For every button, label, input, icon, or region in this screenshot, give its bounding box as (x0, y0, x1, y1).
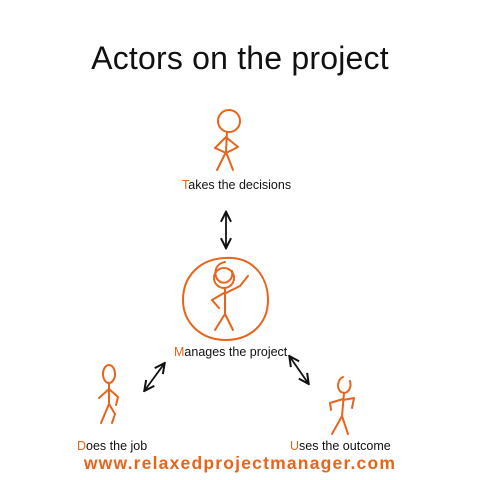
worker-label: Does the job (77, 439, 147, 453)
manager-label-text: anages the project (184, 345, 288, 359)
circle-highlight-icon (182, 256, 269, 341)
worker-label-initial: D (77, 439, 87, 453)
worker-figure-icon (98, 364, 119, 424)
manager-label: Manages the project (174, 345, 287, 359)
user-label: Uses the outcome (290, 439, 391, 453)
decider-label-text: akes the decisions (188, 178, 292, 192)
decider-label-initial: T (182, 178, 189, 192)
worker-label-text: oes the job (86, 439, 148, 453)
double-arrow-icon (145, 364, 164, 390)
decider-figure-icon (214, 109, 241, 171)
user-label-initial: U (290, 439, 300, 453)
footer-url: www.relaxedprojectmanager.com (83, 453, 397, 473)
double-arrow-icon (290, 357, 308, 383)
user-figure-icon (329, 376, 355, 435)
decider-label: Takes the decisions (182, 178, 291, 192)
manager-figure-icon (182, 256, 269, 341)
user-label-text: ses the outcome (299, 439, 391, 453)
diagram-title: Actors on the project (91, 40, 389, 76)
manager-label-initial: M (174, 345, 185, 359)
